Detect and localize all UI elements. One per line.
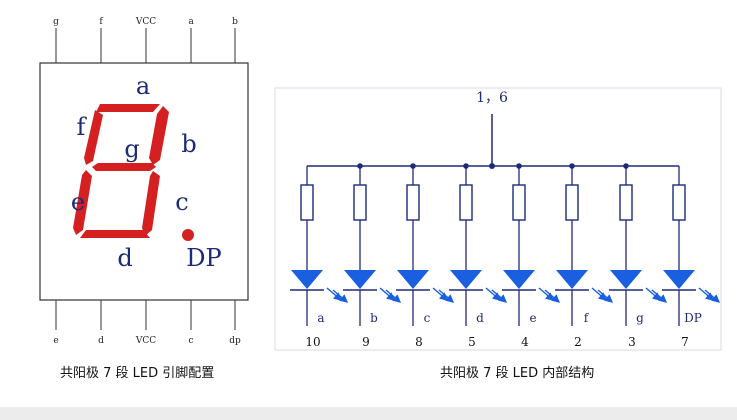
led-segment-label: g bbox=[636, 311, 644, 325]
light-arrow bbox=[645, 287, 662, 301]
light-arrow bbox=[651, 289, 668, 303]
segment-label-f: f bbox=[77, 113, 88, 141]
bottom-pin-label: dp bbox=[229, 336, 241, 346]
resistor bbox=[300, 184, 314, 221]
bottom-pin-label: e bbox=[53, 336, 58, 346]
led-branch: d5 bbox=[449, 163, 508, 349]
bottom-pin-label: c bbox=[188, 336, 193, 346]
led-diode bbox=[556, 270, 588, 289]
left-caption: 共阳极 7 段 LED 引脚配置 bbox=[60, 366, 215, 381]
led-segment-label: a bbox=[317, 311, 324, 325]
resistor bbox=[406, 184, 420, 221]
led-diode bbox=[344, 270, 376, 289]
segment-g bbox=[92, 163, 156, 171]
segment-c bbox=[142, 171, 160, 236]
led-segment-label: c bbox=[424, 311, 431, 325]
top-pin-label: g bbox=[53, 17, 59, 27]
segment-dp bbox=[182, 229, 194, 241]
light-arrow bbox=[432, 287, 449, 301]
led-diode bbox=[397, 270, 429, 289]
led-diode bbox=[291, 270, 323, 289]
led-segment-label: e bbox=[529, 311, 536, 325]
segment-b bbox=[149, 106, 169, 165]
segment-f bbox=[84, 110, 103, 165]
bottom-pins: e d VCC c dp bbox=[53, 300, 241, 346]
package-body bbox=[39, 62, 249, 301]
bottom-pin-label: d bbox=[98, 336, 104, 346]
light-arrow bbox=[379, 287, 396, 301]
bottom-pin-label: VCC bbox=[135, 336, 156, 346]
segment-label-g: g bbox=[124, 135, 139, 163]
right-caption: 共阳极 7 段 LED 内部结构 bbox=[440, 366, 595, 381]
led-branch: a 10 bbox=[290, 166, 349, 349]
light-arrow bbox=[704, 289, 721, 303]
top-pin-label: f bbox=[99, 17, 103, 27]
led-pin-number: 10 bbox=[305, 335, 320, 349]
resistor bbox=[619, 184, 633, 221]
led-pin-number: 2 bbox=[574, 335, 582, 349]
segment-label-b: b bbox=[181, 130, 196, 158]
top-pin-label: VCC bbox=[135, 17, 156, 27]
resistor bbox=[565, 184, 579, 221]
resistor bbox=[353, 184, 367, 221]
light-arrow bbox=[485, 287, 502, 301]
top-pin-label: a bbox=[188, 17, 194, 27]
resistor bbox=[512, 184, 526, 221]
led-segment-label: b bbox=[370, 311, 378, 325]
light-arrow bbox=[538, 287, 555, 301]
bottom-bar bbox=[0, 407, 737, 420]
light-arrow bbox=[385, 289, 402, 303]
segment-e bbox=[73, 170, 92, 235]
led-branch: g3 bbox=[609, 163, 668, 349]
light-arrow bbox=[438, 289, 455, 303]
seven-segment-display bbox=[73, 104, 194, 241]
light-arrow bbox=[544, 289, 561, 303]
light-arrow bbox=[491, 289, 508, 303]
segment-label-c: c bbox=[175, 188, 188, 216]
resistor bbox=[459, 184, 473, 221]
top-pin-label: b bbox=[232, 17, 238, 27]
led-segment-label: d bbox=[476, 311, 484, 325]
led-diode bbox=[663, 270, 695, 289]
light-arrow bbox=[326, 287, 343, 301]
led-pin-number: 8 bbox=[415, 335, 423, 349]
led-pin-number: 5 bbox=[468, 335, 476, 349]
resistor bbox=[672, 184, 686, 221]
led-branch: DP 7 bbox=[662, 166, 721, 349]
led-diode bbox=[503, 270, 535, 289]
led-diode bbox=[610, 270, 642, 289]
led-branch: c8 bbox=[396, 163, 455, 349]
segment-d bbox=[80, 230, 150, 238]
led-segment-label: f bbox=[584, 311, 590, 325]
light-arrow bbox=[591, 287, 608, 301]
led-pin-number: 9 bbox=[362, 335, 370, 349]
segment-label-e: e bbox=[71, 188, 85, 216]
led-pin-number: 3 bbox=[628, 335, 636, 349]
segment-label-d: d bbox=[117, 244, 132, 272]
led-branch: b9 bbox=[343, 163, 402, 349]
led-pin-number: 4 bbox=[521, 335, 529, 349]
segment-label-dp: DP bbox=[186, 244, 221, 272]
common-pin-label: 1，6 bbox=[476, 90, 508, 106]
led-diode bbox=[450, 270, 482, 289]
light-arrow bbox=[597, 289, 614, 303]
led-pin-number: 7 bbox=[681, 335, 689, 349]
light-arrow bbox=[698, 287, 715, 301]
top-pins: g f VCC a b bbox=[53, 17, 238, 63]
led-branch: e4 bbox=[502, 163, 561, 349]
led-segment-label: DP bbox=[684, 311, 702, 325]
segment-labels: a f g b e c d DP bbox=[71, 72, 222, 272]
light-arrow bbox=[332, 289, 349, 303]
bus-junction bbox=[489, 163, 495, 169]
circuit-frame bbox=[274, 87, 722, 351]
segment-a bbox=[96, 104, 160, 112]
led-branch: f2 bbox=[555, 163, 614, 349]
segment-label-a: a bbox=[136, 72, 150, 100]
